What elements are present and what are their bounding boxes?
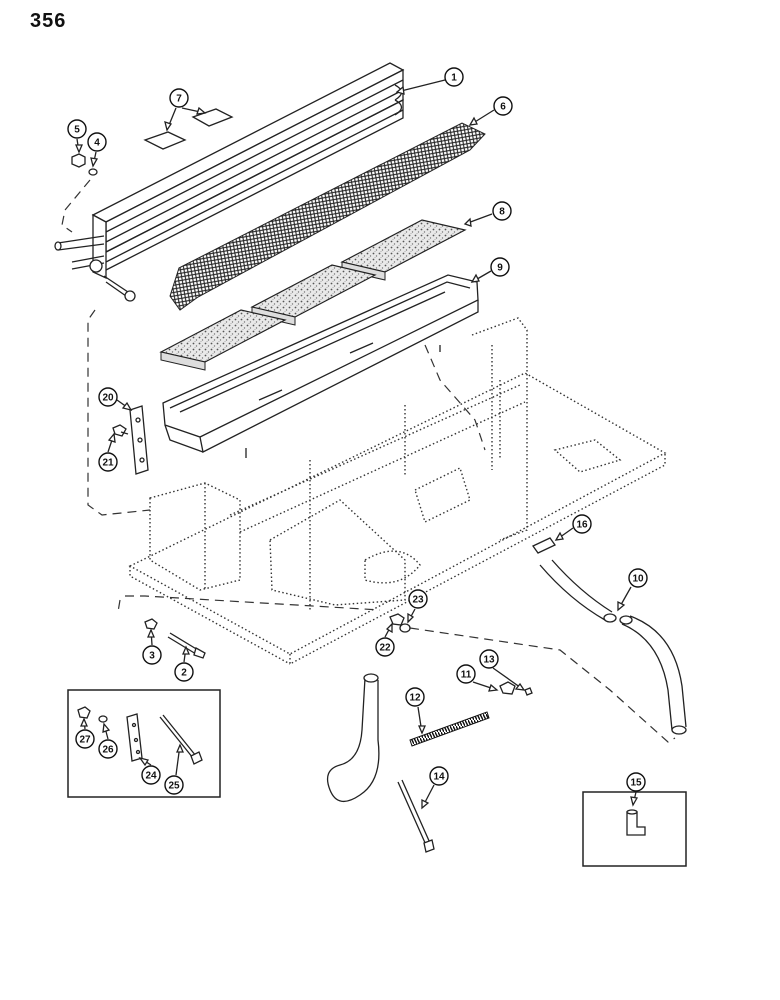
callout-circle [405,687,425,707]
callout-5: 5 [67,119,87,139]
hose-left [326,673,380,802]
callout-number: 13 [483,655,495,666]
callout-number: 16 [576,520,588,531]
nut-and-washer-lower [389,613,411,633]
callout-1: 1 [444,67,464,87]
callout-circle [493,96,513,116]
callout-circle [98,387,118,407]
callout-number: 1 [451,73,457,84]
callout-circle [174,662,194,682]
callout-circle [164,775,184,795]
page-number: 356 [30,10,67,32]
callout-number: 2 [181,668,187,679]
callout-circle [479,649,499,669]
callout-number: 21 [102,458,114,469]
heater-core [54,62,405,302]
callout-number: 27 [79,735,91,746]
drain-pan [162,274,479,458]
callout-circle [67,119,87,139]
hose-fitting [532,537,556,554]
callout-25: 25 [164,775,184,795]
callout-circle [98,452,118,472]
callout-circle [572,514,592,534]
callout-circle [429,766,449,786]
callout-circle [375,637,395,657]
callout-circle [408,589,428,609]
callout-4: 4 [87,132,107,152]
callout-7: 7 [169,88,189,108]
callout-13: 13 [479,649,499,669]
long-bolt [397,779,435,853]
callout-number: 7 [176,94,182,105]
callout-number: 24 [145,771,157,782]
callout-number: 12 [409,693,421,704]
callout-number: 9 [497,263,503,274]
callout-8: 8 [492,201,512,221]
callout-number: 10 [632,574,644,585]
callout-20: 20 [98,387,118,407]
callout-number: 14 [433,772,445,783]
callout-6: 6 [493,96,513,116]
callout-number: 6 [500,102,506,113]
callout-number: 20 [102,393,114,404]
callout-number: 25 [168,781,180,792]
callout-circle [87,132,107,152]
callout-circle [628,568,648,588]
callout-arrows [75,79,639,810]
callout-26: 26 [98,739,118,759]
callout-10: 10 [628,568,648,588]
callout-circle [169,88,189,108]
callout-24: 24 [141,765,161,785]
spring [409,711,490,747]
callout-number: 23 [412,595,424,606]
filter-pads [159,219,467,371]
foam-seals [143,108,234,150]
callout-27: 27 [75,729,95,749]
nut-and-washer [71,153,98,176]
callout-circle [456,664,476,684]
bolt-and-nut [144,618,206,659]
callout-15: 15 [626,772,646,792]
callout-23: 23 [408,589,428,609]
callout-11: 11 [456,664,476,684]
inset-elbow-fitting [582,791,687,867]
callout-circle [98,739,118,759]
nut-and-screw [499,681,533,696]
hose-right [539,559,687,735]
callout-number: 3 [149,651,155,662]
callout-circle [75,729,95,749]
callout-14: 14 [429,766,449,786]
callout-circle [626,772,646,792]
callout-circle [444,67,464,87]
callout-2: 2 [174,662,194,682]
housing-frame [128,317,667,666]
callout-circle [141,765,161,785]
callout-number: 15 [630,778,642,789]
callout-9: 9 [490,257,510,277]
callout-3: 3 [142,645,162,665]
callout-circle [492,201,512,221]
callout-number: 11 [461,670,472,681]
callout-number: 4 [94,138,100,149]
callout-number: 22 [379,643,391,654]
callout-circle [490,257,510,277]
callout-number: 26 [102,745,114,756]
leader-lines [61,179,676,743]
mesh-screen [169,122,486,311]
callout-12: 12 [405,687,425,707]
callout-circle [142,645,162,665]
callout-16: 16 [572,514,592,534]
callout-22: 22 [375,637,395,657]
callout-number: 5 [74,125,80,136]
mounting-bracket [112,405,149,475]
callout-21: 21 [98,452,118,472]
callout-number: 8 [499,207,505,218]
